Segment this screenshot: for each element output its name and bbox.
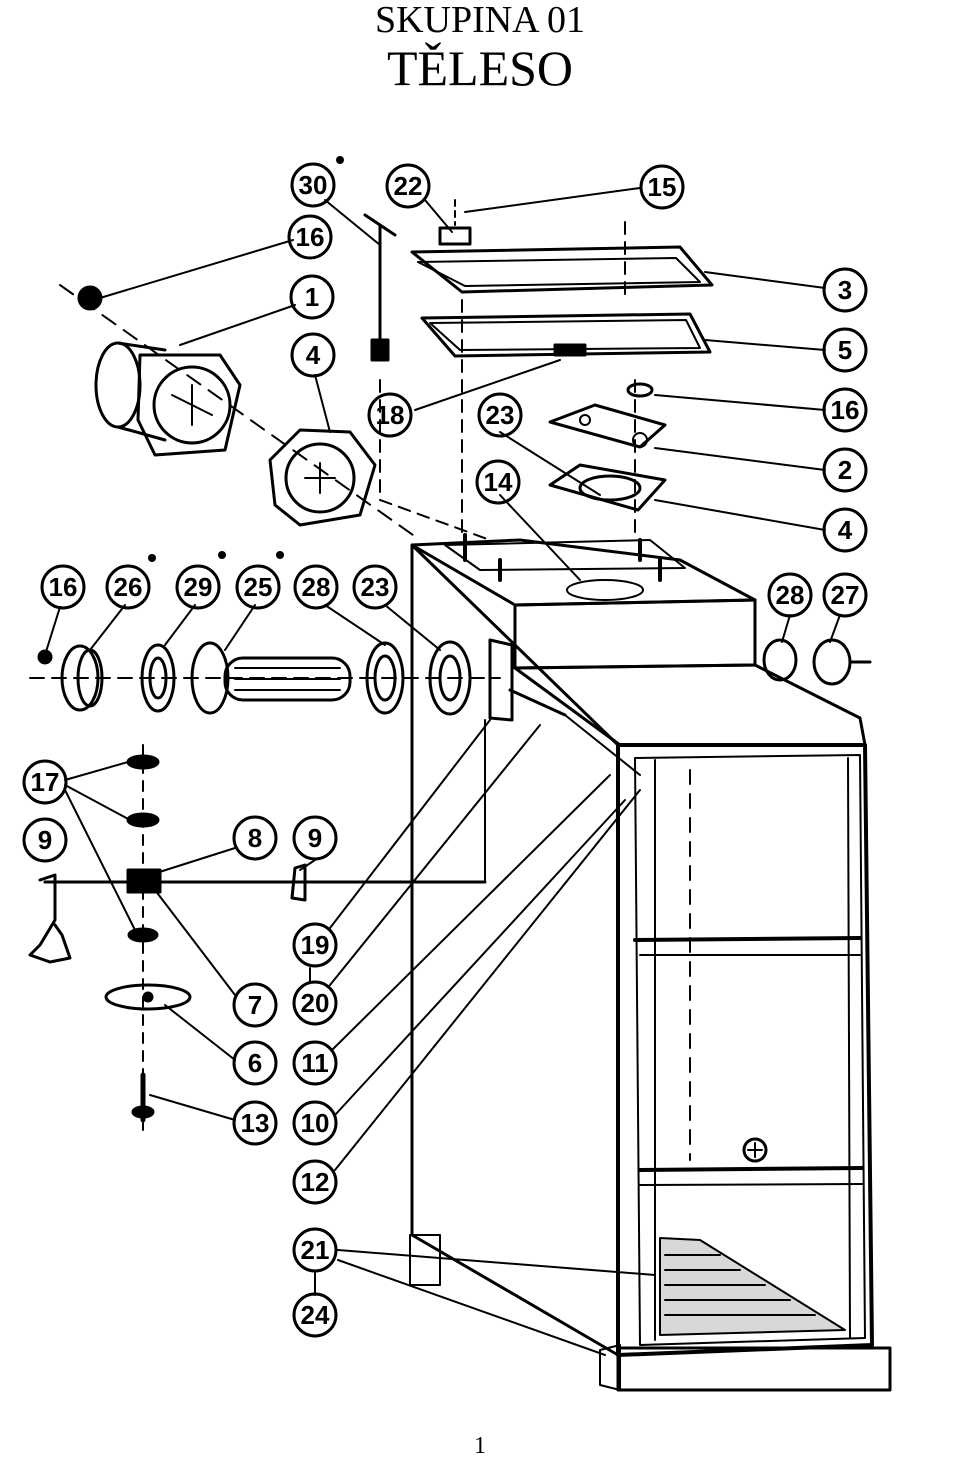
svg-text:20: 20 (301, 988, 330, 1018)
page-number: 1 (474, 1433, 486, 1459)
svg-text:15: 15 (648, 172, 677, 202)
callout-9-left: 9 (22, 817, 68, 863)
svg-text:19: 19 (301, 930, 330, 960)
top-gasket (420, 312, 712, 358)
svg-text:16: 16 (831, 395, 860, 425)
callout-5: 5 (822, 327, 868, 373)
callout-26: 26 (105, 564, 151, 610)
svg-text:21: 21 (301, 1235, 330, 1265)
callout-16-left: 16 (40, 564, 86, 610)
callout-13: 13 (232, 1100, 278, 1146)
callout-4-left: 4 (290, 332, 336, 378)
callout-1: 1 (289, 274, 335, 320)
svg-text:9: 9 (308, 823, 322, 853)
callout-20: 20 (292, 980, 338, 1026)
svg-text:4: 4 (838, 515, 853, 545)
svg-text:28: 28 (776, 580, 805, 610)
svg-text:4: 4 (306, 340, 321, 370)
callout-2: 2 (822, 447, 868, 493)
svg-text:16: 16 (296, 222, 325, 252)
leader-lines (44, 187, 841, 1356)
svg-text:7: 7 (248, 990, 262, 1020)
ash-grate (659, 1237, 846, 1336)
callout-22: 22 (385, 163, 431, 209)
callout-21: 21 (292, 1227, 338, 1273)
svg-text:9: 9 (38, 825, 52, 855)
top-cover-plate (410, 199, 714, 541)
mounting-plate (548, 382, 667, 449)
callout-12: 12 (292, 1159, 338, 1205)
callout-28-right: 28 (767, 572, 813, 618)
svg-text:13: 13 (241, 1108, 270, 1138)
svg-text:18: 18 (376, 400, 405, 430)
callout-4-right: 4 (822, 507, 868, 553)
svg-text:5: 5 (838, 335, 852, 365)
svg-text:22: 22 (394, 171, 423, 201)
handle-rod (363, 213, 491, 541)
svg-text:24: 24 (301, 1300, 330, 1330)
svg-text:25: 25 (244, 572, 273, 602)
callout-23-left: 23 (352, 564, 398, 610)
callout-6: 6 (232, 1040, 278, 1086)
svg-text:23: 23 (486, 400, 515, 430)
svg-text:11: 11 (301, 1048, 329, 1078)
svg-text:30: 30 (299, 170, 328, 200)
callout-8: 8 (232, 815, 278, 861)
svg-text:10: 10 (301, 1108, 330, 1138)
callout-11: 11 (292, 1040, 338, 1086)
callout-18: 18 (367, 392, 413, 438)
callout-23-top: 23 (477, 392, 523, 438)
svg-text:2: 2 (838, 455, 852, 485)
burner-gasket (268, 428, 377, 527)
heating-element-assembly (29, 640, 501, 716)
boiler-body (409, 533, 892, 1392)
svg-text:3: 3 (838, 275, 852, 305)
part-callouts: 30 22 15 16 1 3 4 5 18 23 16 2 14 4 16 2… (22, 162, 868, 1338)
callout-16-top: 16 (287, 214, 333, 260)
callout-16-right: 16 (822, 387, 868, 433)
callout-9-right: 9 (292, 815, 338, 861)
right-side-fittings (762, 638, 872, 686)
callout-3: 3 (822, 267, 868, 313)
callout-28-left: 28 (293, 564, 339, 610)
callout-27: 27 (822, 572, 868, 618)
svg-text:12: 12 (301, 1167, 330, 1197)
svg-text:23: 23 (361, 572, 390, 602)
svg-text:26: 26 (114, 572, 143, 602)
callout-14: 14 (475, 459, 521, 505)
svg-text:28: 28 (302, 572, 331, 602)
callout-25: 25 (235, 564, 281, 610)
draft-regulator-mechanism (28, 719, 487, 1131)
page-title: TĚLESO (386, 40, 574, 96)
svg-text:14: 14 (484, 467, 513, 497)
svg-text:16: 16 (49, 572, 78, 602)
svg-text:6: 6 (248, 1048, 262, 1078)
callout-17: 17 (22, 759, 68, 805)
callout-15: 15 (639, 164, 685, 210)
callout-30: 30 (290, 162, 336, 208)
svg-text:8: 8 (248, 823, 262, 853)
group-heading: SKUPINA 01 (374, 0, 586, 41)
flange-gasket (548, 379, 667, 541)
burner-flange (59, 284, 421, 541)
svg-text:27: 27 (831, 580, 860, 610)
callout-10: 10 (292, 1100, 338, 1146)
callout-24: 24 (292, 1292, 338, 1338)
svg-text:17: 17 (31, 767, 60, 797)
asterisk-marks (148, 156, 344, 562)
svg-text:29: 29 (184, 572, 213, 602)
svg-text:1: 1 (305, 282, 319, 312)
callout-19: 19 (292, 922, 338, 968)
callout-7: 7 (232, 982, 278, 1028)
callout-29: 29 (175, 564, 221, 610)
